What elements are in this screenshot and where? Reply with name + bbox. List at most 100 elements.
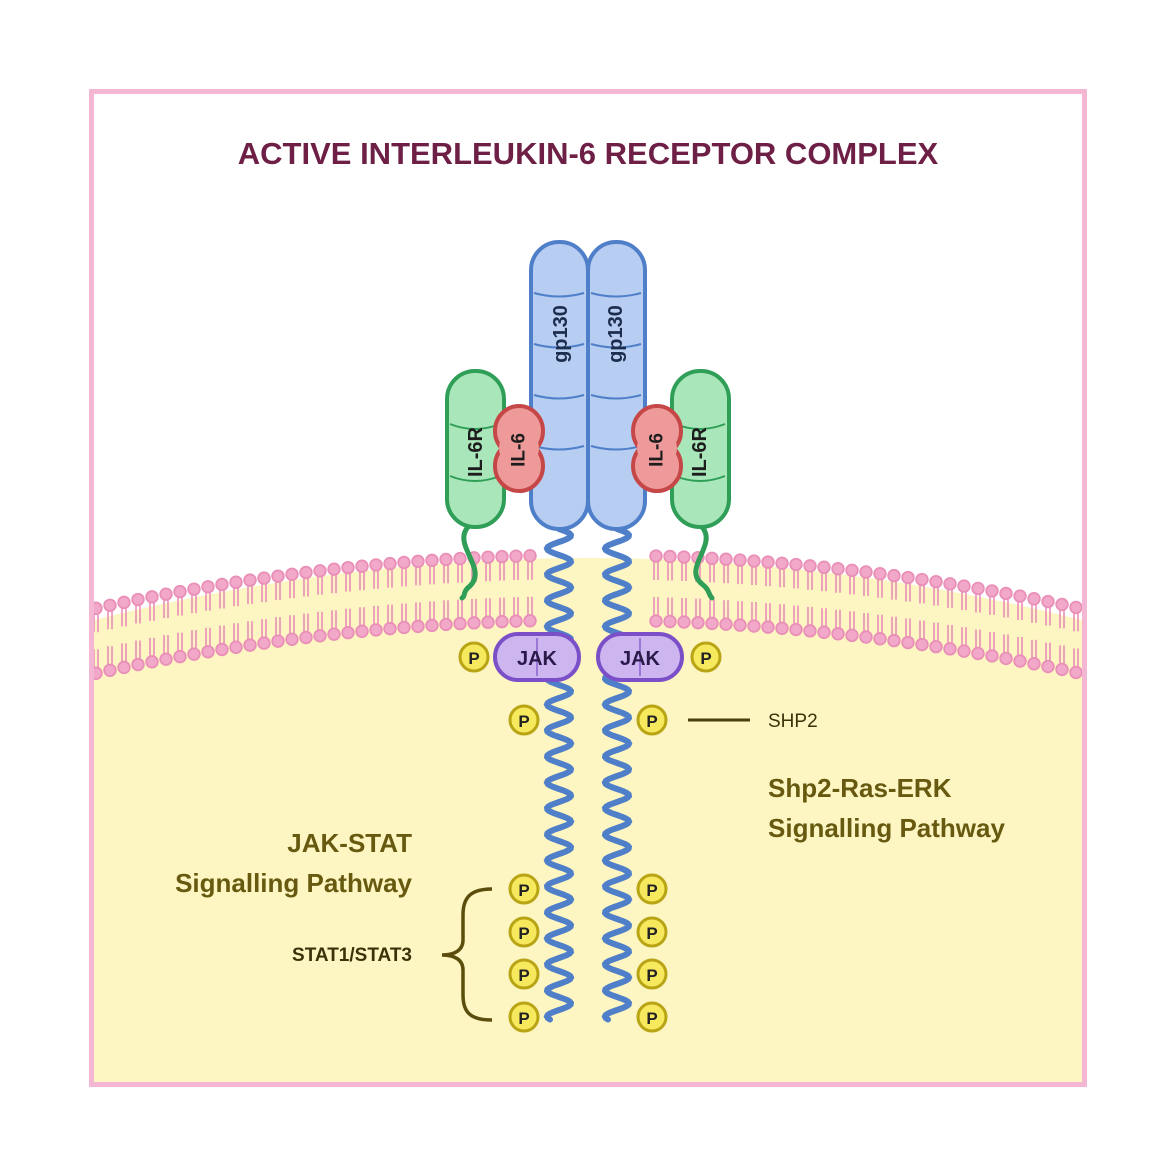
phosphate-jak-left: P	[458, 641, 490, 673]
il6r-right-label: IL-6R	[689, 426, 711, 477]
lipid-tail	[709, 563, 715, 619]
il6-right: IL-6	[631, 404, 683, 493]
lipid-head	[341, 560, 355, 575]
lipid-tail	[1017, 601, 1023, 657]
il6r-stalk-left	[459, 524, 478, 601]
lipid-head	[817, 625, 831, 639]
lipid-head	[999, 651, 1013, 666]
lipid-tail	[177, 596, 183, 652]
lipid-head	[719, 617, 733, 631]
phosphate-label: P	[646, 1009, 657, 1028]
lipid-tail	[1073, 612, 1079, 668]
lipid-head	[705, 616, 719, 631]
lipid-tail	[289, 579, 295, 635]
lipid-head	[243, 638, 257, 652]
phosphate-label: P	[468, 649, 479, 668]
il6r-left-label: IL-6R	[465, 426, 487, 477]
lipid-head	[509, 614, 523, 628]
phosphate-label: P	[518, 881, 529, 900]
phosphate-right-3: P	[636, 916, 668, 948]
lipid-head	[131, 657, 145, 672]
lipid-head	[285, 567, 299, 581]
lipid-head	[943, 577, 957, 591]
gp130-right: gp130	[586, 240, 647, 531]
lipid-head	[677, 550, 691, 564]
lipid-head	[901, 570, 915, 585]
lipid-tail	[247, 585, 253, 641]
lipid-tail	[891, 580, 897, 636]
lipid-head	[509, 549, 523, 563]
lipid-head	[1027, 592, 1041, 606]
lipid-tail	[149, 601, 155, 657]
lipid-head	[453, 616, 467, 631]
lipid-tail	[863, 577, 869, 633]
lipid-head	[439, 552, 453, 567]
lipid-tail	[345, 572, 351, 628]
lipid-head	[803, 559, 817, 573]
lipid-head	[271, 569, 285, 583]
lipid-tail	[1031, 603, 1037, 659]
lipid-tail	[961, 591, 967, 647]
lipid-head	[411, 619, 425, 634]
lipid-tail	[737, 565, 743, 621]
lipid-head	[999, 586, 1013, 601]
lipid-tail	[80, 616, 84, 671]
lipid-head	[369, 623, 383, 637]
lipid-head	[495, 614, 509, 629]
lipid-head	[789, 557, 803, 572]
lipid-tail	[835, 573, 841, 629]
lipid-tail	[667, 561, 673, 617]
lipid-tail	[317, 575, 323, 631]
lipid-tail	[905, 582, 911, 638]
diagram-title: ACTIVE INTERLEUKIN-6 RECEPTOR COMPLEX	[238, 136, 939, 171]
lipid-head	[887, 633, 901, 648]
lipid-tail	[94, 613, 99, 669]
lipid-tail	[415, 566, 421, 622]
lipid-tail	[527, 560, 533, 616]
lipid-head	[76, 671, 88, 683]
lipid-tail	[163, 599, 169, 655]
lipid-head	[775, 556, 789, 570]
lipid-tail	[807, 570, 813, 626]
lipid-head	[929, 574, 943, 589]
lipid-head	[103, 598, 117, 612]
shp2-label: SHP2	[768, 711, 818, 732]
lipid-head	[299, 630, 313, 645]
lipid-tail	[723, 564, 729, 620]
lipid-tail	[1045, 606, 1051, 662]
lipid-head	[94, 601, 103, 615]
gp130-left-label: gp130	[550, 305, 572, 363]
phosphate-label: P	[646, 966, 657, 985]
lipid-head	[929, 639, 943, 654]
lipid-head	[789, 622, 803, 637]
il6r-stalk-right	[693, 524, 715, 601]
lipid-tail	[1003, 598, 1009, 654]
lipid-head	[761, 555, 775, 569]
lipid-head	[845, 563, 859, 578]
il6-left: IL-6	[493, 404, 545, 493]
phosphate-label: P	[700, 649, 711, 668]
lipid-head	[117, 660, 131, 675]
lipid-head	[649, 549, 663, 563]
lipid-head	[355, 624, 369, 638]
lipid-head	[859, 630, 873, 644]
lipid-tail	[513, 561, 519, 617]
lipid-head	[439, 617, 453, 632]
lipid-tail	[779, 568, 785, 624]
lipid-head	[803, 624, 817, 638]
lipid-head	[243, 573, 257, 587]
lipid-head	[831, 562, 845, 576]
lipid-tail	[751, 566, 757, 622]
phosphate-group: P P P P P P P P P P P P	[458, 641, 722, 1033]
lipid-head	[817, 560, 831, 574]
lipid-head	[1055, 597, 1069, 612]
phosphate-label: P	[646, 881, 657, 900]
lipid-head	[313, 629, 327, 643]
lipid-head	[159, 587, 173, 601]
lipid-head	[481, 550, 495, 564]
lipid-head	[1041, 594, 1055, 609]
phosphate-left-2: P	[508, 873, 540, 905]
lipid-head	[705, 551, 719, 566]
lipid-head	[733, 618, 747, 632]
lipid-head	[1055, 662, 1069, 677]
